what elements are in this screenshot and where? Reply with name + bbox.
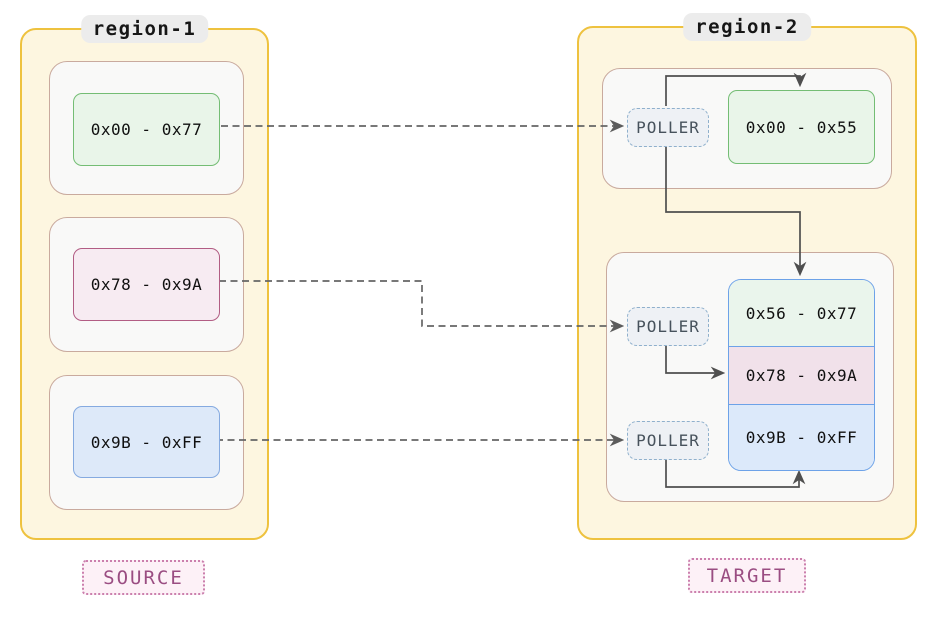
memory-stack: 0x56 - 0x77 0x78 - 0x9A 0x9B - 0xFF [728,279,875,471]
region-2-container: region-2 POLLER 0x00 - 0x55 POLLER POLLE… [577,13,917,540]
poller-box-1: POLLER [627,108,709,147]
dashed-arrow-source1-to-poller2 [219,280,625,333]
memory-block-target-top: 0x00 - 0x55 [728,90,875,164]
region-2-title: region-2 [683,13,811,41]
region-1-group-2: 0x9B - 0xFF [49,375,244,510]
poller-box-2: POLLER [627,307,709,346]
region-1-container: region-1 0x00 - 0x77 0x78 - 0x9A 0x9B - … [20,15,269,540]
stack-segment-1: 0x78 - 0x9A [729,346,874,405]
source-tag: SOURCE [82,560,205,595]
memory-block-source-1: 0x78 - 0x9A [73,248,220,321]
stack-segment-2: 0x9B - 0xFF [729,405,874,470]
memory-block-source-0: 0x00 - 0x77 [73,93,220,166]
stack-segment-0: 0x56 - 0x77 [729,280,874,346]
target-tag: TARGET [688,558,806,593]
region-1-title: region-1 [80,15,209,43]
region-1-group-0: 0x00 - 0x77 [49,61,244,195]
memory-block-source-2: 0x9B - 0xFF [73,406,220,478]
poller-box-3: POLLER [627,421,709,460]
region-1-group-1: 0x78 - 0x9A [49,217,244,352]
